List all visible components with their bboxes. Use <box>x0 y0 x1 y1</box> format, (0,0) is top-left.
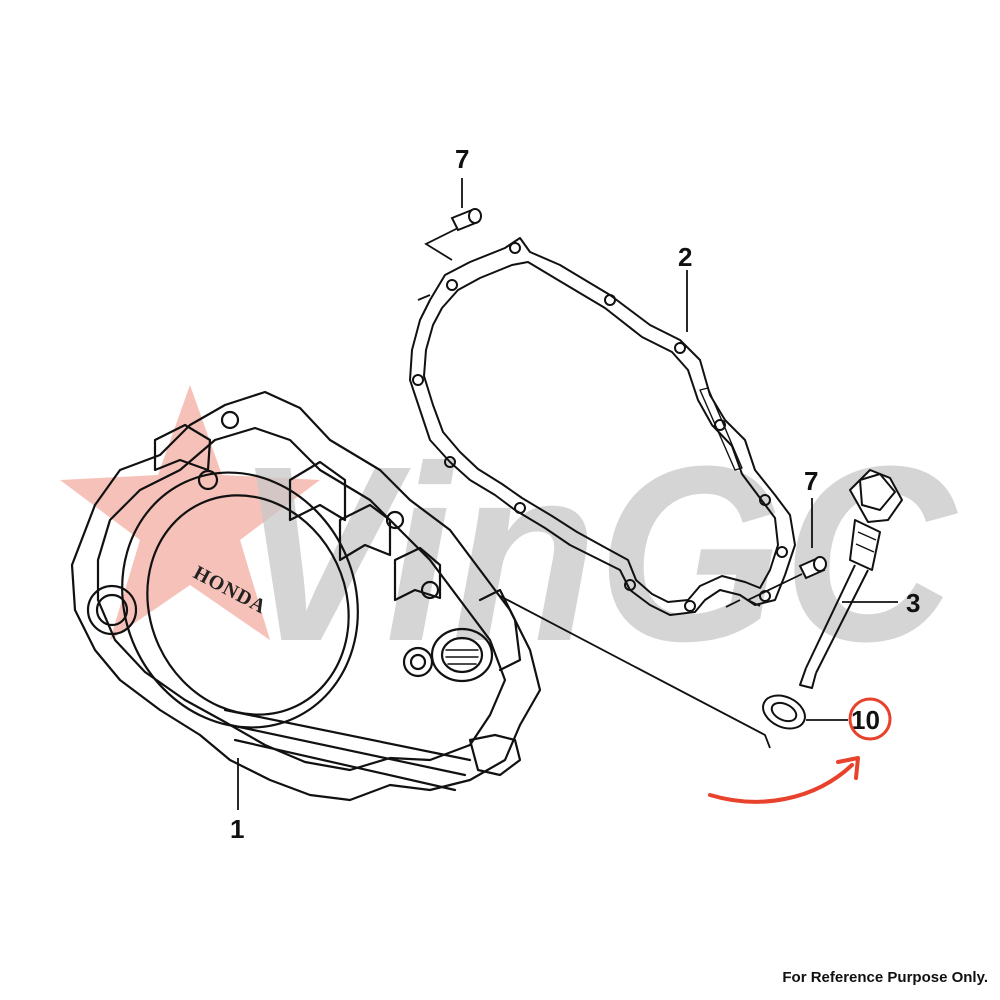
dowel-pin-top-part-7 <box>450 208 482 232</box>
side-cover-part-1 <box>70 390 542 802</box>
dipstick-part-3 <box>799 469 903 689</box>
reference-note: For Reference Purpose Only. <box>782 969 988 986</box>
leader-lines <box>237 178 898 810</box>
o-ring-part-10 <box>762 694 806 730</box>
callout-part-7-top: 7 <box>455 144 469 174</box>
gasket-part-2 <box>409 237 796 616</box>
callout-part-3: 3 <box>906 588 920 618</box>
dowel-pin-right-part-7 <box>798 556 827 580</box>
watermark-star-icon <box>60 385 320 640</box>
highlight-arrow-icon <box>708 763 854 804</box>
callout-part-1: 1 <box>230 814 244 844</box>
highlight <box>708 697 892 804</box>
callout-part-7-right: 7 <box>804 466 818 496</box>
callout-part-10: 10 <box>851 705 880 735</box>
callout-part-2: 2 <box>678 242 692 272</box>
highlight-circle <box>848 697 892 741</box>
